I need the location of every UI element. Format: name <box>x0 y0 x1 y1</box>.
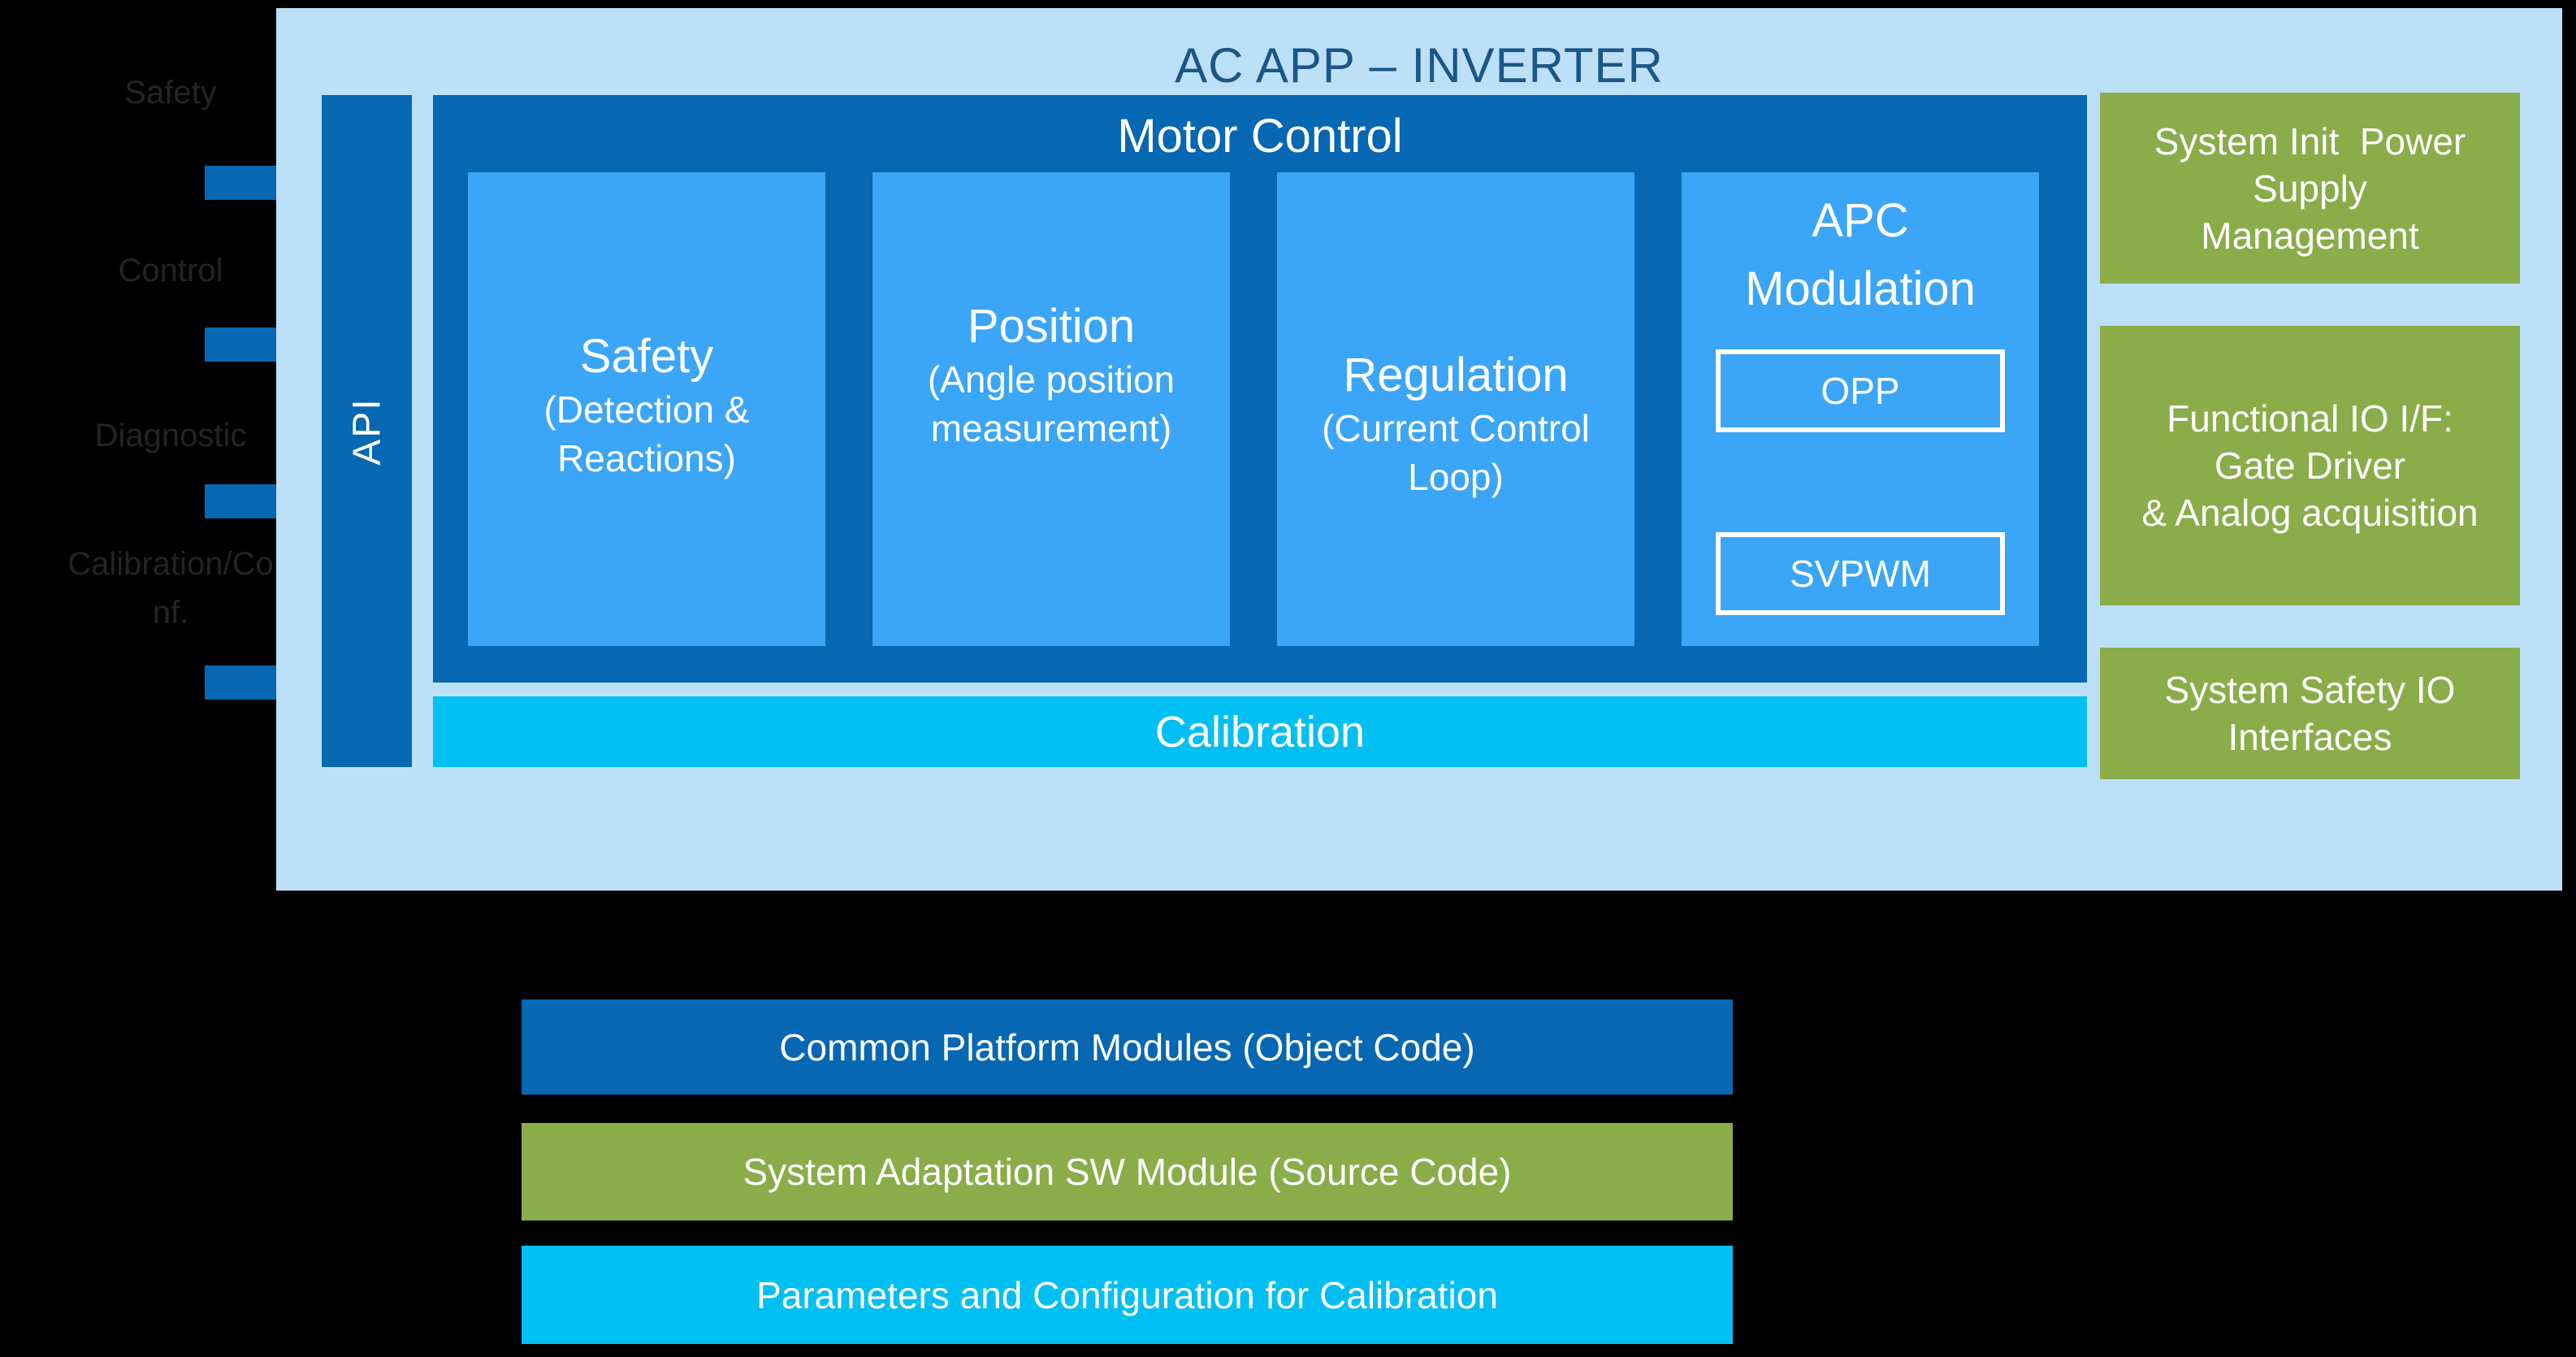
system-safety-io-block: System Safety IO Interfaces <box>2100 648 2520 779</box>
module-apc-title-line1: APC <box>1812 194 1909 247</box>
module-safety: Safety (Detection & Reactions) <box>468 172 825 646</box>
system-init-line1: System Init Power <box>2154 119 2466 163</box>
api-bar: API <box>322 95 412 767</box>
module-position-subtitle-line2: measurement) <box>930 407 1172 449</box>
module-safety-text: Safety (Detection & Reactions) <box>468 172 825 483</box>
io-label-diagnostic: Diagnostic <box>94 418 247 453</box>
calibration-label: Calibration <box>1154 707 1366 757</box>
io-label-safety: Safety <box>124 75 217 111</box>
arrow-shaft <box>205 484 279 518</box>
arrow-shaft <box>205 166 279 200</box>
module-regulation: Regulation (Current Control Loop) <box>1277 172 1634 646</box>
svpwm-box: SVPWM <box>1716 532 2005 615</box>
module-safety-title: Safety <box>579 330 714 383</box>
legend-parameters-label: Parameters and Configuration for Calibra… <box>756 1273 1498 1316</box>
module-regulation-subtitle-line2: Loop) <box>1408 456 1504 498</box>
ac-app-inverter-panel: AC APP – INVERTER API Motor Control Safe… <box>276 8 2562 891</box>
legend-system-adaptation-module: System Adaptation SW Module (Source Code… <box>522 1123 1733 1220</box>
motor-control-title: Motor Control <box>1117 110 1403 163</box>
functional-io-line2: Gate Driver <box>2214 444 2406 487</box>
panel-title: AC APP – INVERTER <box>1175 38 1664 93</box>
arrow-shaft <box>205 665 279 700</box>
svpwm-label: SVPWM <box>1790 553 1931 595</box>
module-apc-text: APC Modulation <box>1682 172 2039 323</box>
system-init-power-supply-block: System Init Power Supply Management <box>2100 93 2520 284</box>
module-position: Position (Angle position measurement) <box>872 172 1230 646</box>
calibration-bar: Calibration <box>433 696 2087 767</box>
legend-common-platform-modules: Common Platform Modules (Object Code) <box>522 999 1733 1095</box>
module-position-text: Position (Angle position measurement) <box>872 172 1230 453</box>
module-apc-title-line2: Modulation <box>1745 262 1976 315</box>
system-init-line3: Management <box>2201 214 2419 257</box>
motor-control-modules-row: Safety (Detection & Reactions) Position … <box>468 172 2039 646</box>
legend-common-platform-label: Common Platform Modules (Object Code) <box>779 1025 1475 1069</box>
io-label-calibration-conf: Calibration/Co nf. <box>41 540 301 637</box>
module-safety-subtitle-line2: Reactions) <box>557 437 736 479</box>
module-position-subtitle-line1: (Angle position <box>927 358 1175 401</box>
opp-label: OPP <box>1821 370 1900 412</box>
system-safety-io-line1: System Safety IO <box>2164 669 2456 711</box>
io-label-calibration-conf-line1: Calibration/Co <box>67 546 274 582</box>
legend-parameters-configuration: Parameters and Configuration for Calibra… <box>522 1246 1733 1344</box>
arrow-shaft <box>205 327 279 362</box>
module-position-title: Position <box>967 300 1136 353</box>
io-label-calibration-conf-line2: nf. <box>152 595 189 631</box>
system-init-line2: Supply <box>2253 167 2367 210</box>
module-regulation-title: Regulation <box>1343 349 1569 401</box>
module-regulation-text: Regulation (Current Control Loop) <box>1277 172 1634 501</box>
opp-box: OPP <box>1716 349 2005 432</box>
legend-system-adaptation-label: System Adaptation SW Module (Source Code… <box>742 1151 1512 1193</box>
io-label-control: Control <box>118 253 223 288</box>
api-label: API <box>345 397 388 466</box>
module-regulation-subtitle-line1: (Current Control <box>1322 407 1590 449</box>
module-apc-modulation: APC Modulation OPP SVPWM <box>1682 172 2039 646</box>
system-safety-io-line2: Interfaces <box>2227 716 2392 758</box>
functional-io-block: Functional IO I/F: Gate Driver & Analog … <box>2100 326 2520 605</box>
functional-io-line3: & Analog acquisition <box>2141 492 2479 534</box>
functional-io-line1: Functional IO I/F: <box>2167 397 2453 440</box>
motor-control-box: Motor Control Safety (Detection & Reacti… <box>433 95 2087 683</box>
module-safety-subtitle-line1: (Detection & <box>543 388 750 431</box>
